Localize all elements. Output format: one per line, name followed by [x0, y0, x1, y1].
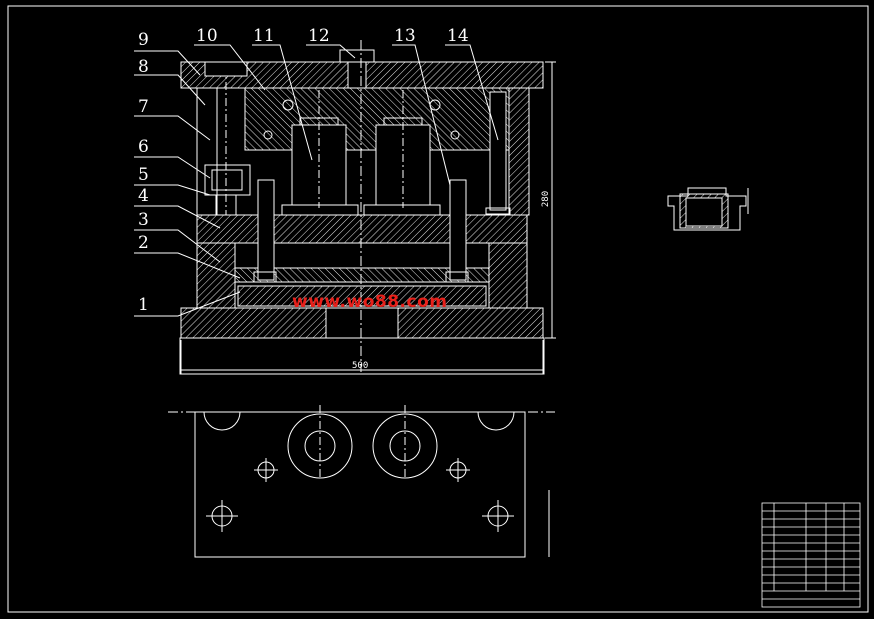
part-label-2: 2 [138, 233, 149, 253]
part-label-10: 10 [196, 26, 218, 46]
left-die-block [196, 242, 236, 309]
right-die-block [488, 242, 528, 309]
part-label-11: 11 [253, 26, 275, 46]
part-label-4: 4 [138, 186, 149, 206]
part-label-6: 6 [138, 137, 149, 157]
drawing-border [7, 5, 869, 613]
watermark: www.wo88.com [292, 292, 448, 312]
middle-plate [196, 214, 528, 244]
part-label-13: 13 [394, 26, 416, 46]
part-label-1: 1 [138, 295, 149, 315]
height-dimension: 280 [541, 190, 552, 208]
leader-lines [134, 44, 499, 317]
part-label-8: 8 [138, 57, 149, 77]
part-label-7: 7 [138, 97, 149, 117]
part-label-5: 5 [138, 165, 149, 185]
width-dimension: 500 [352, 361, 369, 371]
part-label-3: 3 [138, 210, 149, 230]
part-sketch [667, 187, 749, 231]
part-label-9: 9 [138, 30, 149, 50]
title-block [761, 502, 861, 608]
part-label-14: 14 [447, 26, 469, 46]
front-section-view [179, 40, 556, 375]
part-label-12: 12 [308, 26, 330, 46]
plan-view [168, 405, 555, 558]
